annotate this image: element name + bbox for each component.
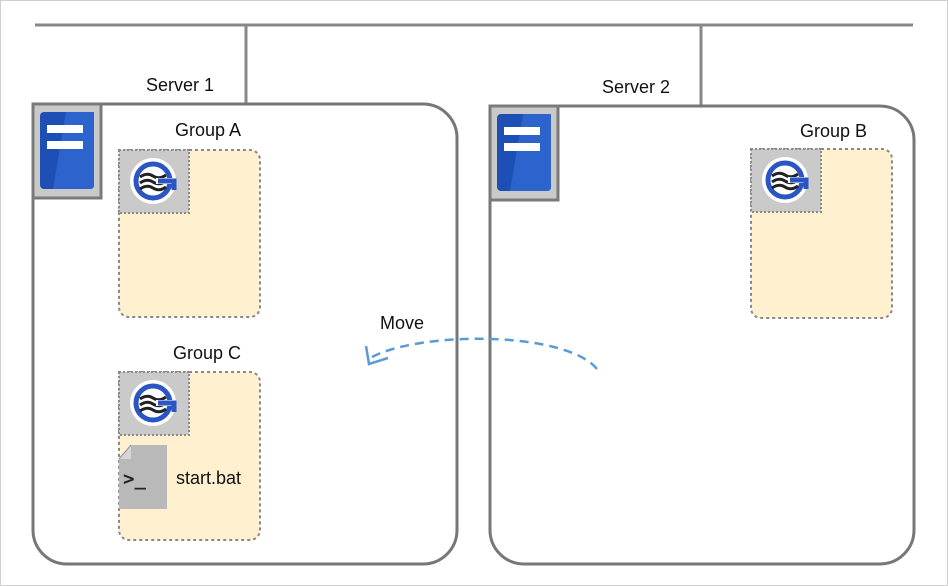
move-arrowhead [364,345,389,366]
group-a-resource-icon [119,150,189,213]
group-b-label: Group B [800,121,868,141]
move-label: Move [380,313,425,333]
script-file-label: start.bat [176,468,242,488]
group-c-label: Group C [173,343,242,363]
script-glyph: >_ [123,468,146,490]
group-c-resource-icon [119,372,189,435]
group-b-resource-icon [751,149,821,212]
server-1-icon [31,102,103,200]
server-1-label: Server 1 [146,75,215,95]
group-a-label: Group A [175,120,242,140]
server-2-label: Server 2 [602,77,671,97]
terminal-script-icon: >_ [118,444,167,509]
move-arrow [371,337,598,370]
server-2-icon [488,104,560,202]
